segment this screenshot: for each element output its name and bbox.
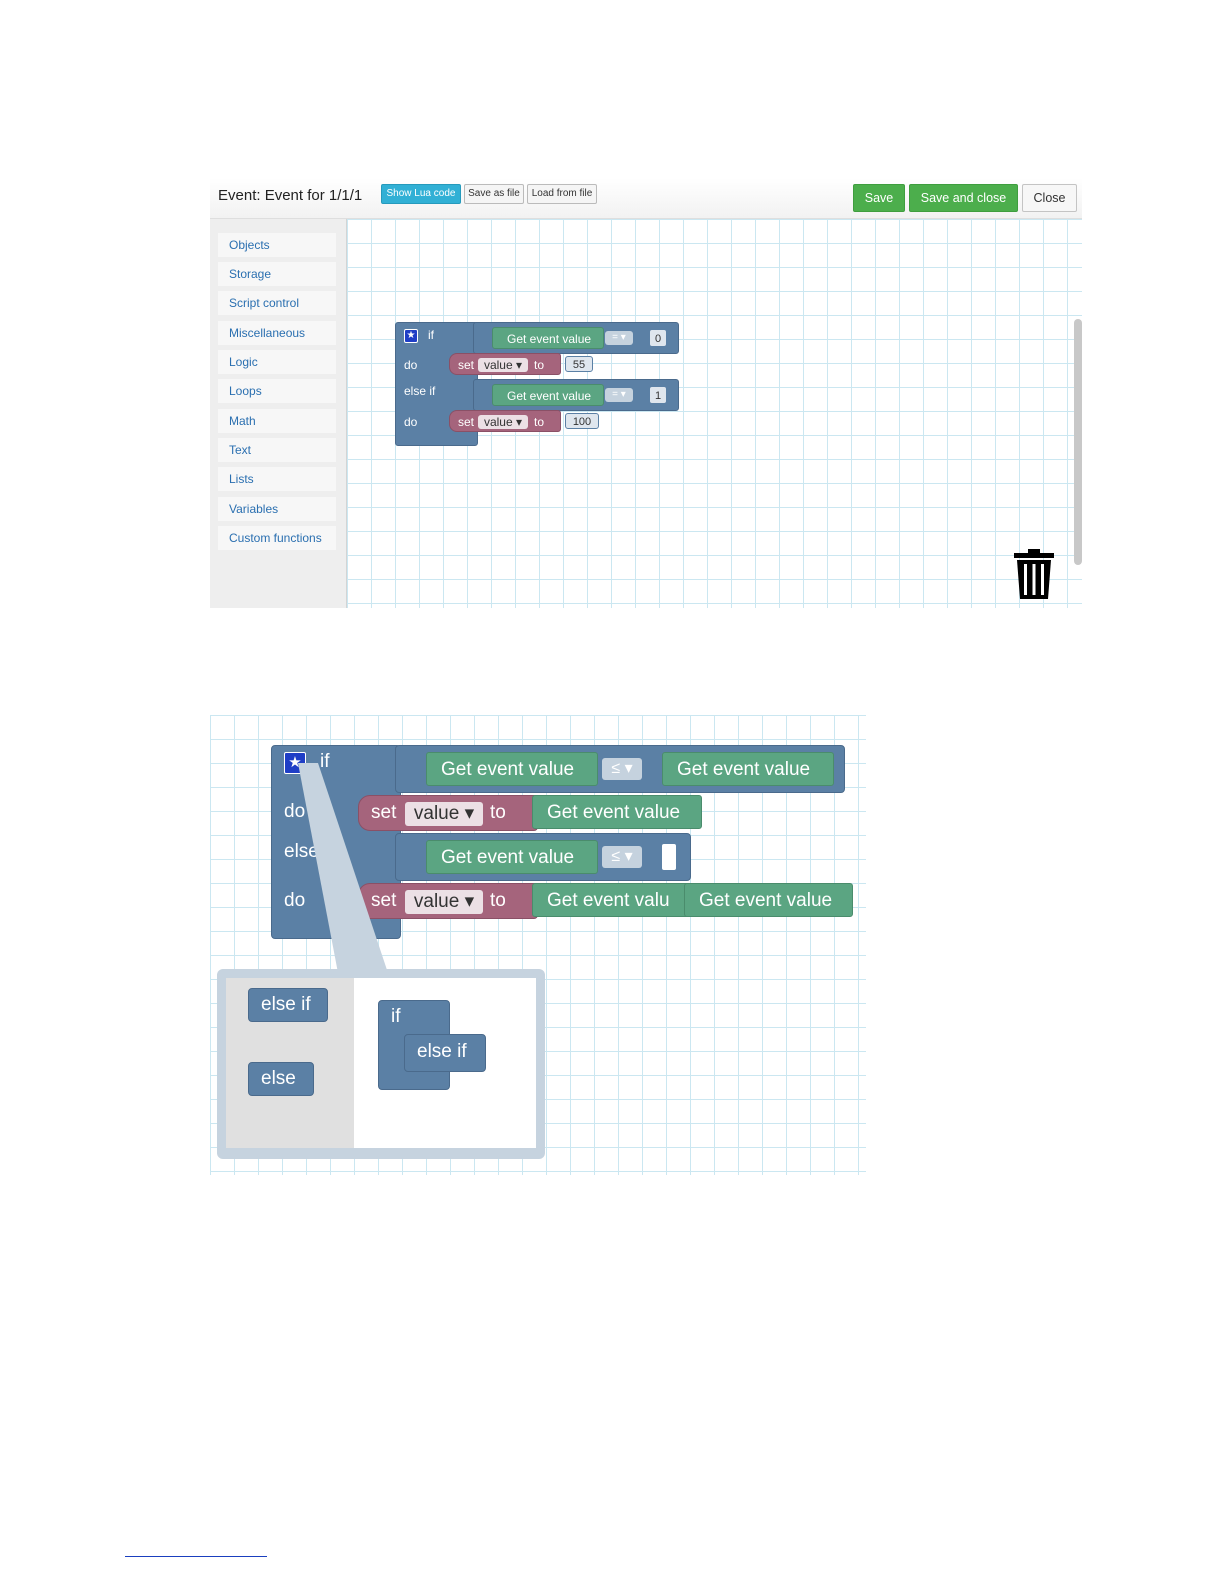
get-event-value-label-2: Get event value <box>507 389 592 403</box>
close-button[interactable]: Close <box>1022 184 1077 212</box>
show-lua-code-button[interactable]: Show Lua code <box>381 184 461 204</box>
get-event-value-block-4[interactable]: Get event value <box>662 752 834 786</box>
variable-name-2: value <box>483 415 513 429</box>
category-custom-functions[interactable]: Custom functions <box>218 526 336 550</box>
event-editor: Event: Event for 1/1/1 Show Lua code Sav… <box>210 178 1082 608</box>
do-label-2: do <box>404 415 418 429</box>
get-event-value-block-6[interactable]: Get event value <box>426 840 598 874</box>
if-else-if-block[interactable]: ★ if do else if do <box>395 322 478 446</box>
get-event-value-label-5: Get event value <box>547 802 681 823</box>
get-event-value-label-4: Get event value <box>677 759 811 780</box>
operator-dropdown-2[interactable]: = ▾ <box>605 388 633 402</box>
editor-title: Event: Event for 1/1/1 <box>218 187 363 204</box>
set-label-2: set <box>458 415 475 429</box>
operator-dropdown-4[interactable]: ≤ ▾ <box>602 846 642 868</box>
save-button[interactable]: Save <box>853 184 905 212</box>
if-label: if <box>428 328 434 342</box>
toolbox-sidebar: Objects Storage Script control Miscellan… <box>210 219 347 608</box>
number-field-55[interactable]: 55 <box>565 356 593 372</box>
set-variable-block-1[interactable]: set value ▾ to 55 <box>449 353 593 375</box>
mutator-workspace: if else if <box>354 978 536 1148</box>
to-label-3: to <box>490 802 506 823</box>
dragged-get-event-value-block[interactable]: Get event value <box>684 883 853 917</box>
set-label: set <box>458 358 475 372</box>
trash-icon[interactable] <box>1012 549 1056 601</box>
save-and-close-button[interactable]: Save and close <box>909 184 1018 212</box>
category-miscellaneous[interactable]: Miscellaneous <box>218 321 336 345</box>
variable-name-4: value <box>413 891 460 912</box>
flyout-else-block[interactable]: else <box>248 1062 314 1096</box>
get-event-value-block-2[interactable]: Get event value <box>492 384 604 406</box>
variable-name-3: value <box>413 803 460 824</box>
category-storage[interactable]: Storage <box>218 262 336 286</box>
save-as-file-button[interactable]: Save as file <box>464 184 524 204</box>
set-variable-block-2[interactable]: set value ▾ to 100 <box>449 410 599 432</box>
number-field-100[interactable]: 100 <box>565 413 599 429</box>
to-label-4: to <box>490 890 506 911</box>
get-event-value-block-5[interactable]: Get event value <box>532 795 702 829</box>
workspace-scrollbar[interactable] <box>1074 319 1082 565</box>
compare-block-3[interactable]: Get event value ≤ ▾ Get event value <box>395 745 845 793</box>
get-event-value-label-7: Get event valu <box>547 890 670 911</box>
category-variables[interactable]: Variables <box>218 497 336 521</box>
get-event-value-block-7[interactable]: Get event valu <box>532 883 702 917</box>
get-event-value-block-3[interactable]: Get event value <box>426 752 598 786</box>
set-label-3: set <box>371 802 397 823</box>
do-label-3: do <box>284 801 306 822</box>
mutator-bubble: else if else if else if <box>217 969 545 1159</box>
operator-le-text: ≤ <box>611 760 621 777</box>
get-event-value-label-6: Get event value <box>441 847 575 868</box>
set-variable-block-3[interactable]: set value ▾ to <box>358 795 538 831</box>
compare-block-4[interactable]: Get event value ≤ ▾ <box>395 833 691 881</box>
footnote-separator <box>125 1556 267 1557</box>
mutator-flyout: else if else <box>226 978 354 1148</box>
mutator-screenshot: ★ if do else do Get event value ≤ ▾ Get … <box>210 715 866 1175</box>
get-event-value-block[interactable]: Get event value <box>492 327 604 349</box>
mutator-bubble-pointer <box>298 763 388 973</box>
operator-text-2: = <box>612 389 619 400</box>
mutator-else-if-block[interactable]: else if <box>404 1034 486 1072</box>
flyout-else-label: else <box>261 1068 296 1089</box>
else-label: else <box>284 841 319 862</box>
operator-dropdown[interactable]: = ▾ <box>605 331 633 345</box>
mutator-if-label: if <box>391 1006 401 1027</box>
category-lists[interactable]: Lists <box>218 467 336 491</box>
compare-block-1[interactable]: Get event value = ▾ 0 <box>473 322 679 354</box>
operator-le-text-2: ≤ <box>611 848 621 865</box>
category-loops[interactable]: Loops <box>218 379 336 403</box>
do-label: do <box>404 358 418 372</box>
flyout-else-if-label: else if <box>261 994 311 1015</box>
operator-text: = <box>612 332 619 343</box>
get-event-value-label-8: Get event value <box>699 890 833 911</box>
category-text[interactable]: Text <box>218 438 336 462</box>
variable-dropdown-3[interactable]: value ▾ <box>405 802 483 826</box>
variable-dropdown-4[interactable]: value ▾ <box>405 890 483 914</box>
get-event-value-label: Get event value <box>507 332 592 346</box>
get-event-value-label-3: Get event value <box>441 759 575 780</box>
operator-dropdown-3[interactable]: ≤ ▾ <box>602 758 642 780</box>
do-label-4: do <box>284 890 306 911</box>
to-label: to <box>534 358 545 372</box>
category-logic[interactable]: Logic <box>218 350 336 374</box>
empty-input-socket[interactable] <box>662 844 676 870</box>
number-field-0[interactable]: 0 <box>649 329 667 347</box>
to-label-2: to <box>534 415 545 429</box>
category-script-control[interactable]: Script control <box>218 291 336 315</box>
mutator-else-if-label: else if <box>417 1041 467 1062</box>
variable-name: value <box>483 358 513 372</box>
blockly-workspace[interactable]: ★ if do else if do Get event value = ▾ 0… <box>347 219 1082 608</box>
set-label-4: set <box>371 890 397 911</box>
editor-toolbar: Event: Event for 1/1/1 Show Lua code Sav… <box>210 178 1082 219</box>
category-objects[interactable]: Objects <box>218 233 336 257</box>
category-math[interactable]: Math <box>218 409 336 433</box>
compare-block-2[interactable]: Get event value = ▾ 1 <box>473 379 679 411</box>
load-from-file-button[interactable]: Load from file <box>527 184 597 204</box>
else-if-label: else if <box>404 384 436 398</box>
flyout-else-if-block[interactable]: else if <box>248 988 328 1022</box>
variable-dropdown[interactable]: value ▾ <box>478 358 528 372</box>
number-field-1[interactable]: 1 <box>649 386 667 404</box>
variable-dropdown-2[interactable]: value ▾ <box>478 415 528 429</box>
if-label-2: if <box>320 751 330 772</box>
mutator-gear-icon[interactable]: ★ <box>404 329 418 343</box>
